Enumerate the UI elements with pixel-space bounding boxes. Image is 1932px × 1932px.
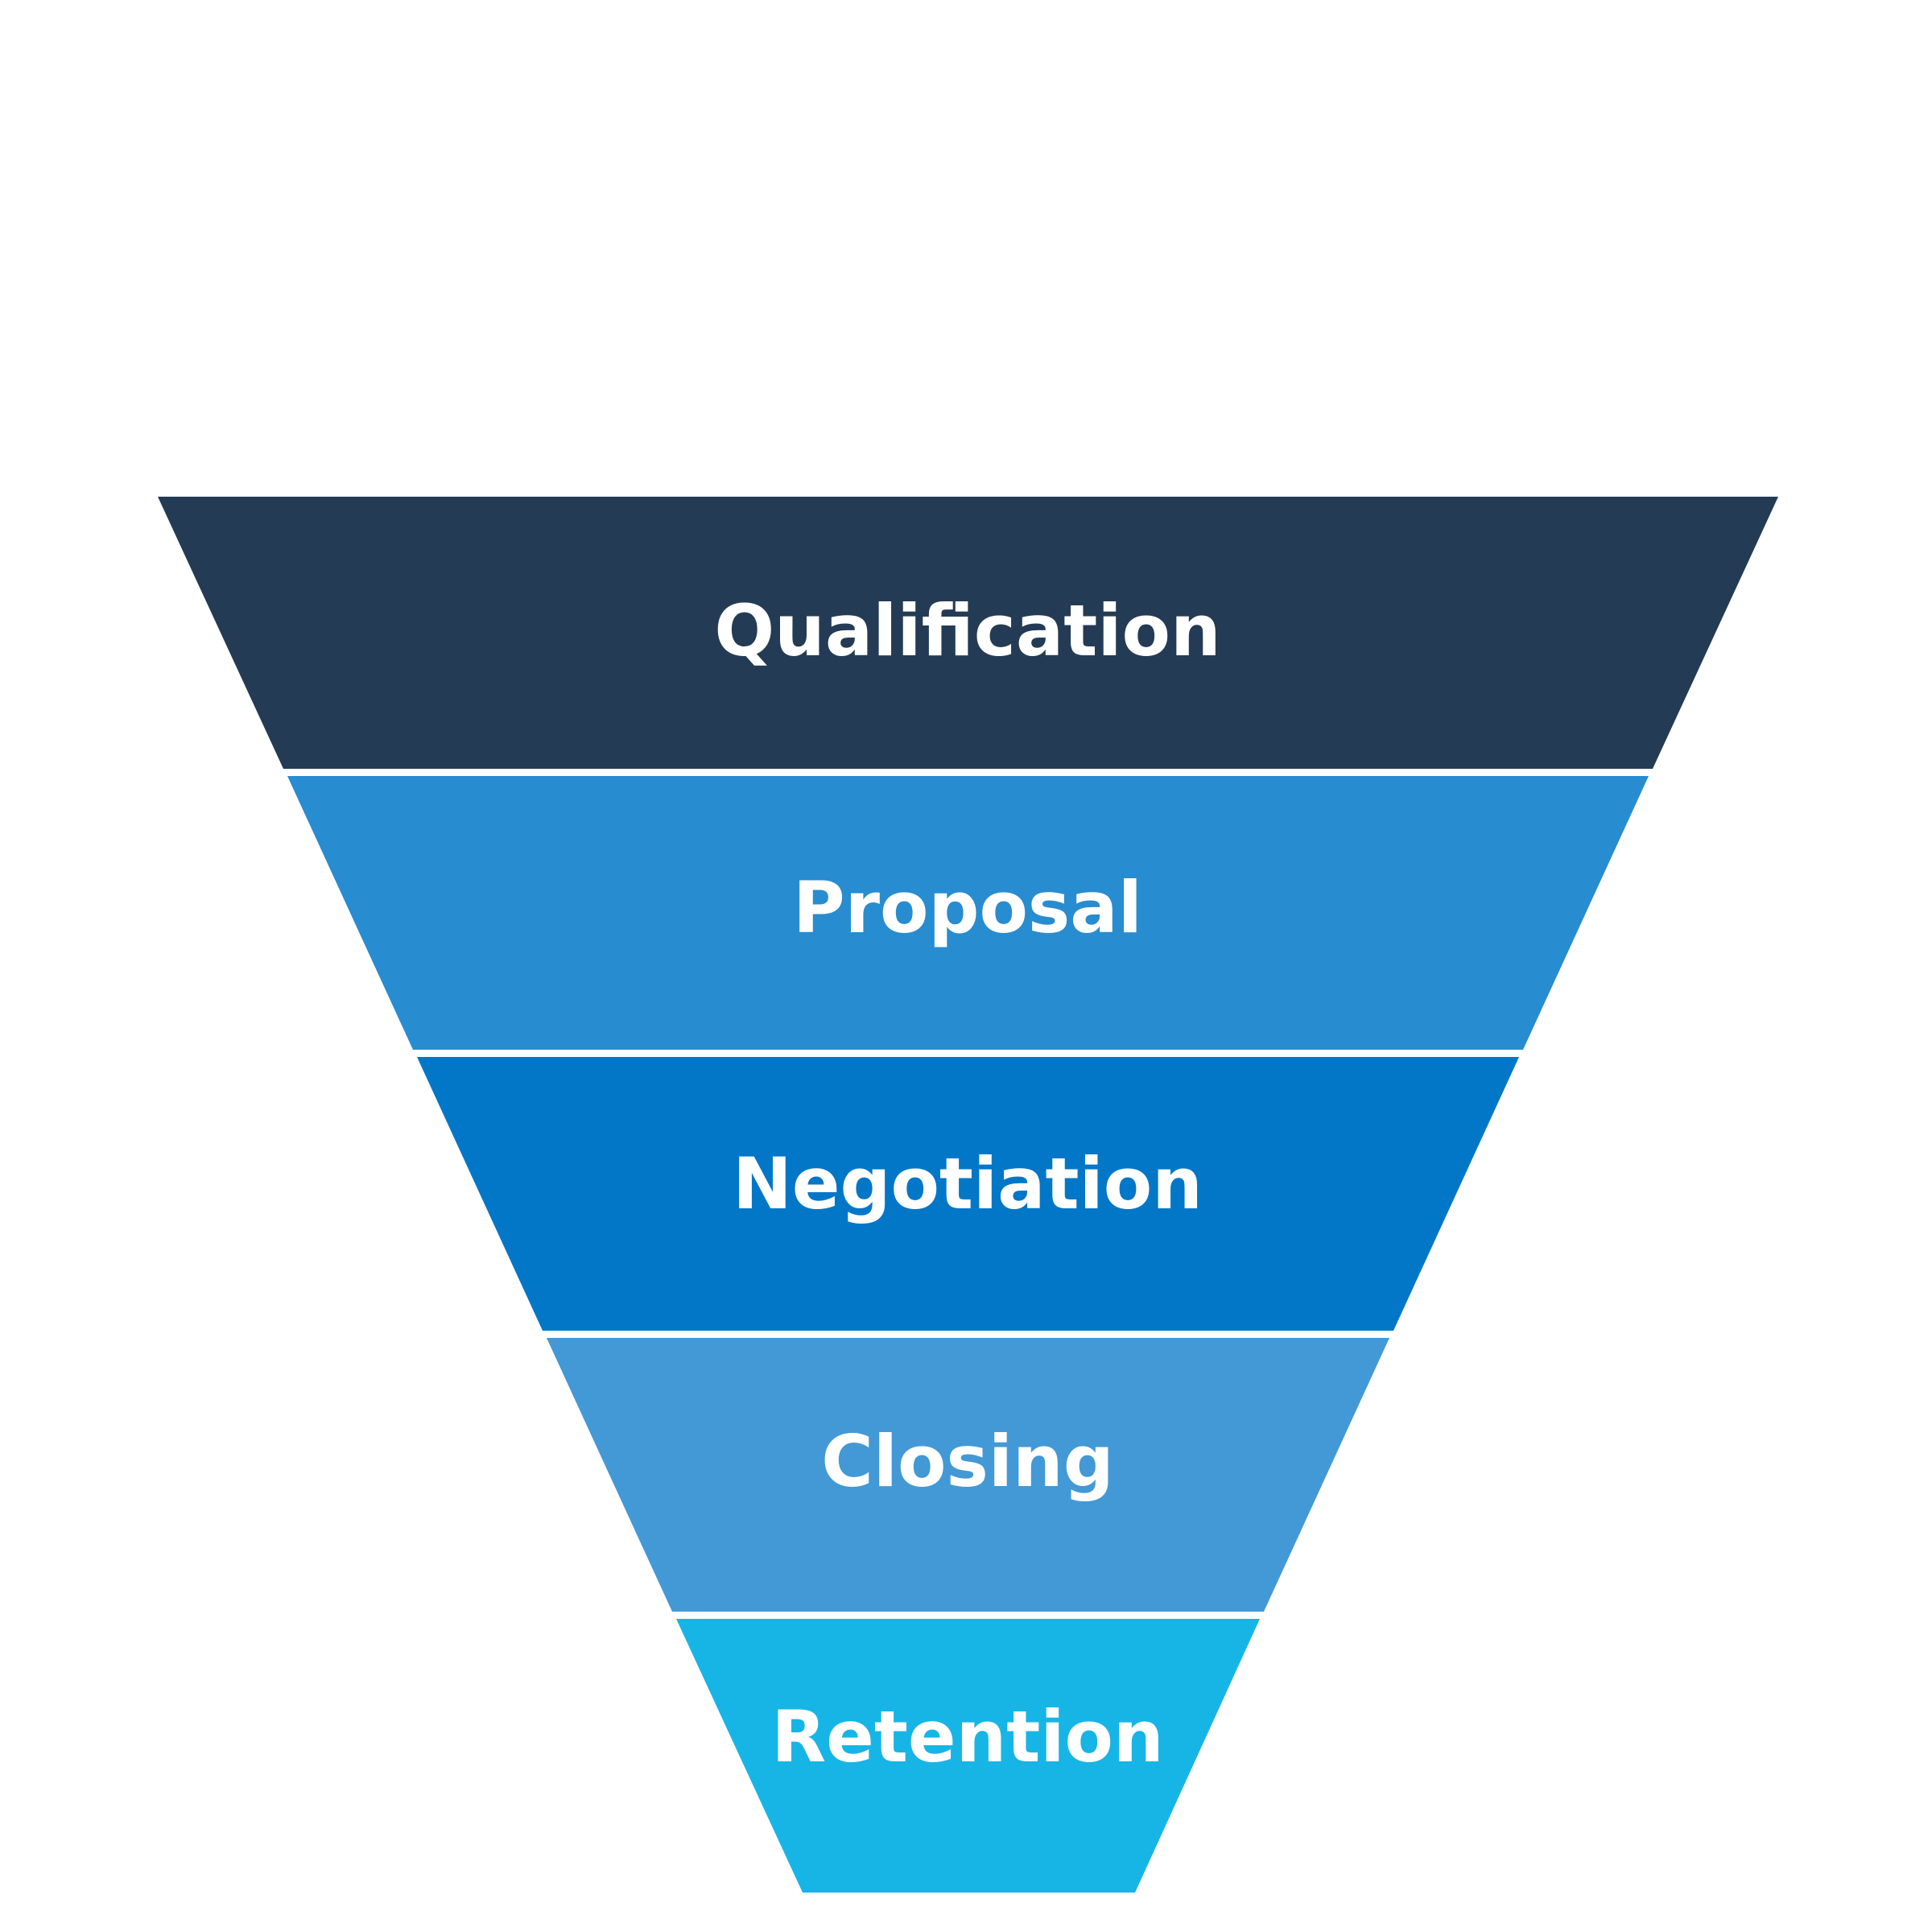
funnel-stage-label: Qualification [714,589,1220,672]
funnel-stage-closing: Closing [547,1338,1389,1612]
funnel-stage-label: Proposal [793,866,1142,949]
funnel-stage-label: Negotiation [733,1142,1203,1225]
funnel-stage-shape [676,1619,1260,1893]
funnel-stage-retention: Retention [676,1619,1260,1893]
funnel-stage-proposal: Proposal [287,776,1649,1050]
funnel-stage-qualification: Qualification [158,497,1778,769]
funnel-stage-negotiation: Negotiation [417,1057,1519,1331]
funnel-stage-shape [158,497,1778,769]
funnel-stage-label: Retention [771,1695,1163,1778]
funnel-stage-shape [287,776,1649,1050]
funnel-stage-shape [547,1338,1389,1612]
funnel-stage-shape [417,1057,1519,1331]
funnel-stage-label: Closing [821,1420,1113,1503]
